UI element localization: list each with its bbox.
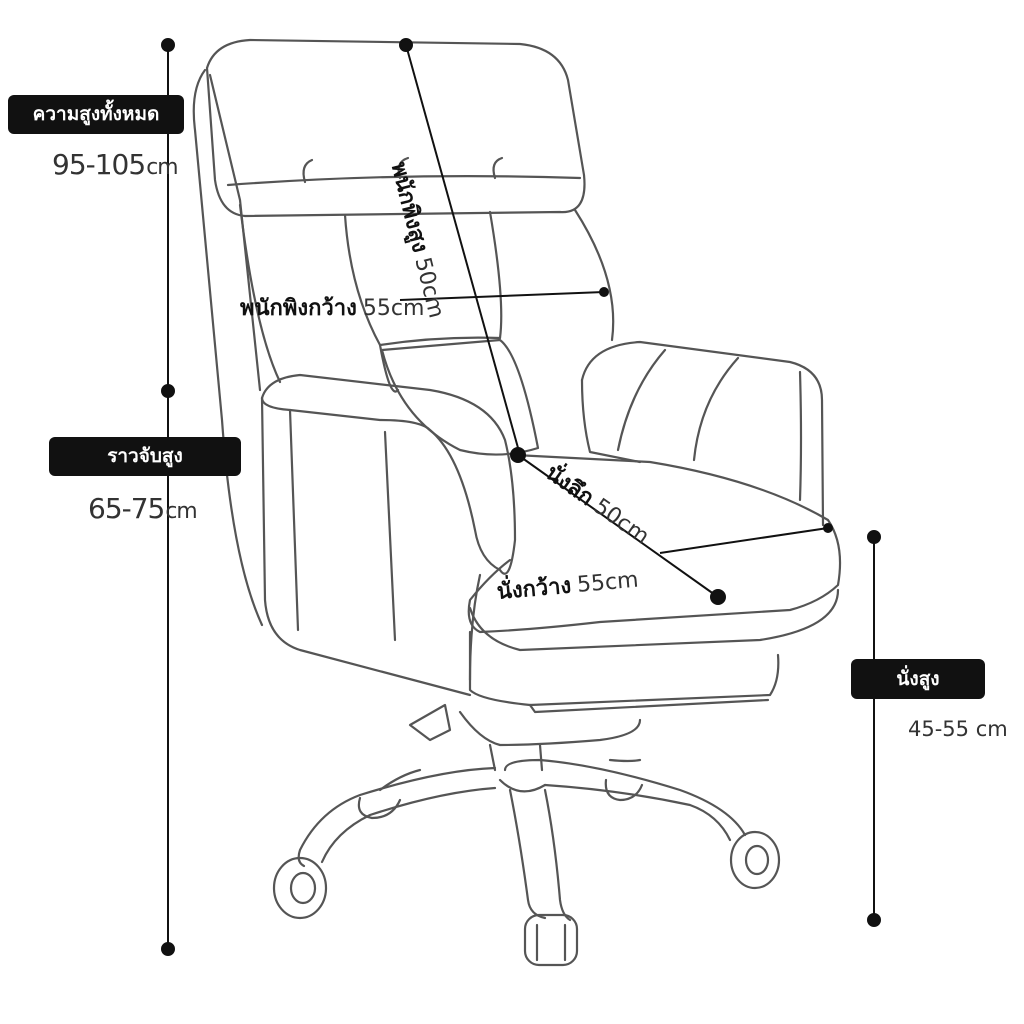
caster-right xyxy=(729,830,781,890)
armrest-height-value: 65-75cm xyxy=(88,492,198,525)
seat-depth-bottom-dot xyxy=(710,589,726,605)
dimension-lines xyxy=(161,38,881,956)
seat-cushion xyxy=(467,453,842,634)
caster-back-left xyxy=(357,796,402,820)
total-height-bottom-dot xyxy=(161,942,175,956)
seat-width-dot xyxy=(823,523,833,533)
total-height-value: 95-105cm xyxy=(52,148,178,181)
caster-left xyxy=(272,856,328,920)
right-armrest xyxy=(580,340,825,527)
seat-depth-line xyxy=(517,454,719,598)
total-height-label: ความสูงทั้งหมด xyxy=(8,95,184,134)
headrest xyxy=(205,38,586,218)
lumbar-pillow xyxy=(380,338,540,456)
seat-width-line xyxy=(659,527,829,554)
seat-height-value: 45-55 cm xyxy=(908,717,1008,741)
backrest-width-dot xyxy=(599,287,609,297)
chair-outline xyxy=(192,38,842,967)
seat-height-bottom-dot xyxy=(867,913,881,927)
seat-height-label: นั่งสูง xyxy=(851,659,985,699)
backrest-height-top-dot xyxy=(399,38,413,52)
armrest-height-top-dot xyxy=(161,384,175,398)
left-armrest xyxy=(260,373,517,575)
total-height-top-dot xyxy=(161,38,175,52)
caster-back-right xyxy=(604,778,644,802)
backrest-height-line xyxy=(405,44,521,456)
seat-height-top-dot xyxy=(867,530,881,544)
backrest xyxy=(238,203,282,384)
caster-front xyxy=(523,913,579,967)
armrest-height-label: ราวจับสูง xyxy=(49,437,241,476)
seat-depth-top-dot xyxy=(510,447,526,463)
backrest-width-line xyxy=(399,291,605,301)
